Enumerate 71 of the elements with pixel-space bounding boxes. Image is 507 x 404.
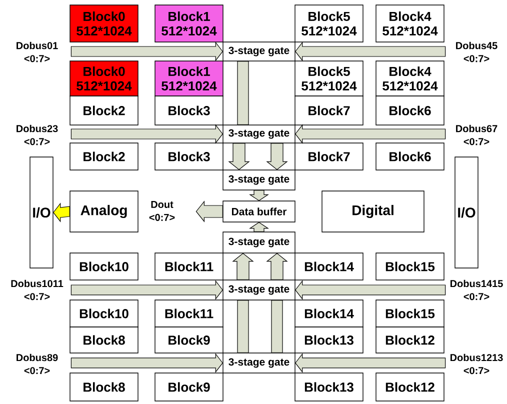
- block-arrow: [196, 200, 223, 222]
- memory-block: Block15: [376, 252, 444, 280]
- memory-block: Block12: [376, 372, 444, 402]
- bus-label: Dout <0:7>: [149, 201, 175, 221]
- io-box: I/O: [30, 156, 54, 268]
- memory-block: Block0 512*1024: [70, 4, 138, 42]
- memory-block: Block8: [70, 326, 138, 354]
- block-arrow: [228, 143, 250, 170]
- memory-block: Block5 512*1024: [294, 4, 364, 42]
- memory-block: Block1 512*1024: [154, 4, 224, 42]
- gate-box: 3-stage gate: [222, 280, 296, 300]
- memory-block: Block13: [294, 326, 364, 354]
- bus-label: Dobus45 <0:7>: [456, 42, 498, 62]
- block-arrow: [294, 42, 446, 62]
- memory-block: Block3: [154, 142, 224, 170]
- bus-label: Dobus67 <0:7>: [456, 124, 498, 146]
- buffer-box: Data buffer: [222, 200, 296, 222]
- memory-block: Block5 512*1024: [294, 60, 364, 96]
- bus-bar: [237, 61, 249, 125]
- gate-box: 3-stage gate: [222, 42, 296, 62]
- memory-block: Block0 512*1024: [70, 60, 138, 96]
- memory-block: Block10: [70, 252, 138, 280]
- bus-label: Dobus1011 <0:7>: [11, 280, 64, 300]
- block-arrow: [70, 124, 224, 144]
- bus-label: Dobus01 <0:7>: [16, 42, 58, 62]
- gate-box: 3-stage gate: [222, 232, 296, 254]
- memory-block: Block1 512*1024: [154, 60, 224, 96]
- block-arrow: [294, 124, 446, 144]
- memory-block: Block15: [376, 300, 444, 328]
- memory-block: Block6: [376, 96, 444, 126]
- memory-block: Block12: [376, 326, 444, 354]
- memory-block: Block7: [294, 96, 364, 126]
- bus-label: Dobus1213 <0:7>: [450, 354, 503, 374]
- block-arrow: [249, 222, 269, 232]
- circuit-block: Digital: [322, 190, 424, 232]
- memory-block: Block11: [154, 300, 224, 328]
- block-arrow: [52, 202, 70, 222]
- memory-block: Block4 512*1024: [376, 60, 444, 96]
- block-arrow: [70, 42, 224, 62]
- memory-block: Block9: [154, 372, 224, 402]
- block-arrow: [70, 280, 224, 300]
- memory-block: Block6: [376, 142, 444, 170]
- block-arrow: [266, 143, 288, 170]
- bus-label: Dobus23 <0:7>: [16, 124, 58, 146]
- memory-block: Block10: [70, 300, 138, 328]
- gate-box: 3-stage gate: [222, 352, 296, 374]
- block-arrow: [70, 353, 224, 373]
- memory-block: Block14: [294, 300, 364, 328]
- memory-block: Block7: [294, 142, 364, 170]
- memory-block: Block8: [70, 372, 138, 402]
- gate-box: 3-stage gate: [222, 124, 296, 144]
- bus-label: Dobus89 <0:7>: [16, 354, 58, 374]
- bus-bar: [271, 300, 283, 353]
- block-arrow: [232, 252, 254, 280]
- memory-block: Block14: [294, 252, 364, 280]
- block-arrow: [266, 252, 288, 280]
- block-arrow: [294, 280, 446, 300]
- memory-block: Block2: [70, 96, 138, 126]
- circuit-block: Analog: [70, 190, 138, 232]
- memory-block: Block13: [294, 372, 364, 402]
- io-box: I/O: [454, 156, 478, 268]
- memory-block: Block4 512*1024: [376, 4, 444, 42]
- bus-label: Dobus1415 <0:7>: [450, 280, 503, 300]
- gate-box: 3-stage gate: [222, 170, 296, 190]
- block-arrow: [249, 190, 269, 201]
- memory-block: Block2: [70, 142, 138, 170]
- memory-block: Block11: [154, 252, 224, 280]
- memory-block: Block3: [154, 96, 224, 126]
- bus-bar: [237, 300, 249, 353]
- memory-block: Block9: [154, 326, 224, 354]
- block-arrow: [294, 353, 446, 373]
